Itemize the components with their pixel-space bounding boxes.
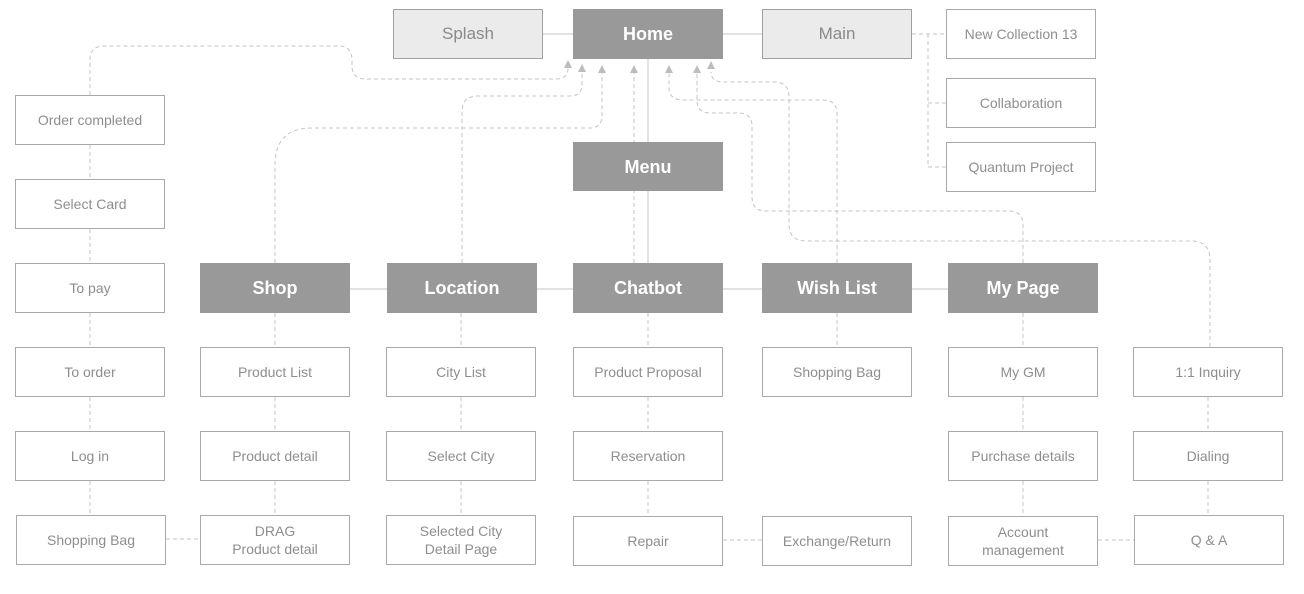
node-label: Splash: [442, 24, 494, 43]
return-path-wishlist: [668, 72, 838, 263]
node-product-detail: Product detail: [200, 431, 350, 481]
return-path-inquiry: [710, 71, 1211, 347]
node-splash: Splash: [393, 9, 543, 59]
node-exchange-return: Exchange/Return: [762, 516, 912, 566]
node-label: My GM: [1000, 364, 1046, 380]
node-wishlist-shopping-bag: Shopping Bag: [762, 347, 912, 397]
node-label: Product detail: [232, 448, 318, 464]
node-label: Chatbot: [614, 278, 682, 298]
node-select-city: Select City: [386, 431, 536, 481]
node-label: Select City: [427, 448, 495, 464]
node-product-proposal: Product Proposal: [573, 347, 723, 397]
node-to-pay: To pay: [15, 263, 165, 313]
node-drag-product-detail: DRAG Product detail: [200, 515, 350, 565]
node-label: Product List: [238, 364, 312, 380]
arrow-icon: [564, 60, 572, 68]
node-new-collection-13: New Collection 13: [946, 9, 1096, 59]
node-label: Select Card: [53, 196, 127, 212]
node-collaboration: Collaboration: [946, 78, 1096, 128]
node-label: City List: [436, 364, 486, 380]
node-label: management: [982, 542, 1064, 558]
arrow-icon: [578, 64, 586, 72]
node-quantum-project: Quantum Project: [946, 142, 1096, 192]
node-label: Purchase details: [971, 448, 1075, 464]
arrow-icon: [630, 65, 638, 73]
node-wish-list: Wish List: [762, 263, 912, 313]
node-label: Product detail: [232, 541, 318, 557]
arrowheads: [564, 60, 715, 73]
node-q-and-a: Q & A: [1134, 515, 1284, 565]
node-my-gm: My GM: [948, 347, 1098, 397]
node-city-list: City List: [386, 347, 536, 397]
node-log-in: Log in: [15, 431, 165, 481]
node-label: Log in: [70, 448, 110, 464]
node-label: Quantum Project: [968, 159, 1074, 175]
node-to-order: To order: [15, 347, 165, 397]
arrow-icon: [665, 65, 673, 73]
return-path-location: [461, 72, 583, 263]
node-chatbot: Chatbot: [573, 263, 723, 313]
node-label: Shopping Bag: [47, 532, 135, 548]
node-label: Dialing: [1186, 448, 1230, 464]
arrow-icon: [707, 61, 715, 69]
node-label: Shop: [252, 278, 298, 298]
node-label: 1:1 Inquiry: [1175, 364, 1241, 380]
node-label: My Page: [986, 278, 1060, 298]
node-dialing: Dialing: [1133, 431, 1283, 481]
node-label: Account: [997, 524, 1049, 540]
node-location: Location: [387, 263, 537, 313]
node-home: Home: [573, 9, 723, 59]
node-label: Wish List: [797, 278, 877, 298]
node-label: Repair: [627, 533, 669, 549]
node-label: Q & A: [1190, 532, 1228, 548]
node-select-card: Select Card: [15, 179, 165, 229]
node-one-to-one-inquiry: 1:1 Inquiry: [1133, 347, 1283, 397]
node-repair: Repair: [573, 516, 723, 566]
node-label: DRAG: [254, 523, 296, 539]
return-path-shop: [274, 72, 603, 263]
node-label: New Collection 13: [964, 26, 1078, 42]
return-path-checkout: [89, 45, 569, 95]
node-label: Main: [818, 24, 856, 43]
arrow-icon: [598, 65, 606, 73]
node-label: Exchange/Return: [782, 533, 892, 549]
node-order-completed: Order completed: [15, 95, 165, 145]
node-purchase-details: Purchase details: [948, 431, 1098, 481]
node-account-management: Account management: [948, 516, 1098, 566]
node-menu: Menu: [573, 142, 723, 191]
node-label: Home: [622, 24, 673, 44]
node-reservation: Reservation: [573, 431, 723, 481]
node-label: Location: [424, 278, 500, 298]
node-label: Selected City: [419, 523, 503, 539]
node-main: Main: [762, 9, 912, 59]
node-label: Product Proposal: [594, 364, 702, 380]
node-label: Order completed: [37, 112, 143, 128]
arrow-icon: [693, 65, 701, 73]
node-label: Collaboration: [979, 95, 1063, 111]
node-label: To order: [64, 364, 116, 380]
node-label: Shopping Bag: [793, 364, 881, 380]
node-label: Reservation: [610, 448, 686, 464]
node-shopping-bag: Shopping Bag: [16, 515, 166, 565]
node-my-page: My Page: [948, 263, 1098, 313]
node-label: Menu: [624, 156, 672, 177]
node-product-list: Product List: [200, 347, 350, 397]
node-label: Detail Page: [424, 541, 498, 557]
node-label: To pay: [69, 280, 111, 296]
node-shop: Shop: [200, 263, 350, 313]
connector-main-quantum: [927, 34, 946, 168]
